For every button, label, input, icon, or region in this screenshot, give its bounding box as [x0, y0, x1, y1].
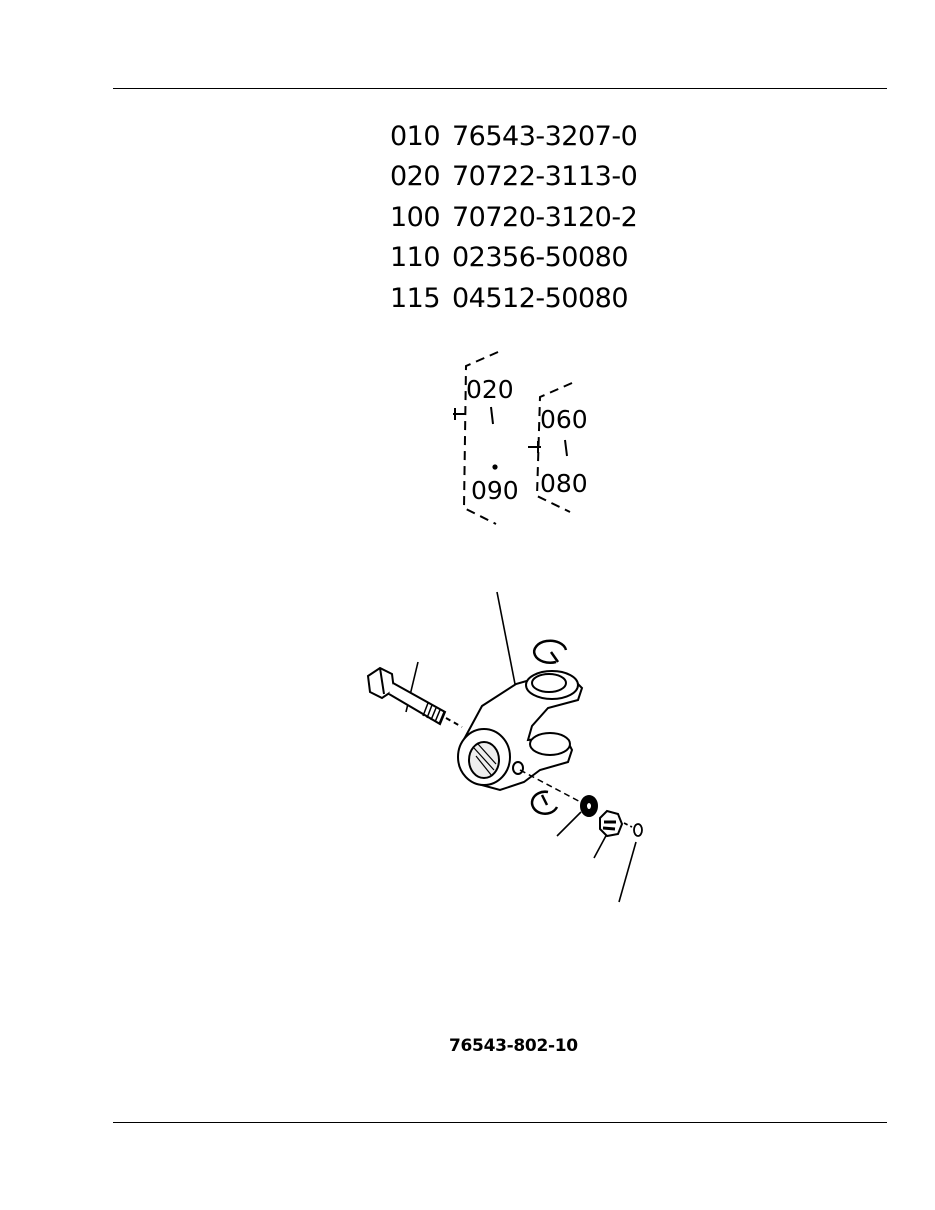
callout-bracket-right [535, 382, 573, 513]
lock-washer [580, 795, 598, 817]
part-number: 70722-3113-0 [452, 161, 638, 193]
part-ref: 100 [390, 201, 441, 233]
part-number: 02356-50080 [452, 242, 629, 274]
callout-020: 020 [466, 375, 514, 404]
parts-list-row: 020 70722-3113-0 [390, 157, 638, 198]
axis-line [519, 769, 589, 807]
split-pin [623, 822, 643, 837]
part-ref: 010 [390, 120, 441, 152]
part-ref: 115 [390, 282, 441, 314]
callout-dot [492, 464, 498, 470]
part-number: 76543-3207-0 [452, 120, 638, 152]
yoke [457, 670, 584, 792]
nut [599, 809, 624, 838]
part-number: 70720-3120-2 [452, 201, 638, 233]
parts-list: 010 76543-3207-0 020 70722-3113-0 100 70… [390, 116, 638, 319]
figure-id: 76543-802-10 [449, 1036, 578, 1056]
header-rule [113, 88, 887, 89]
snap-ring-top [533, 639, 568, 664]
callout-tick-left [453, 406, 494, 425]
callout-060: 060 [540, 405, 588, 434]
parts-list-row: 100 70720-3120-2 [390, 197, 638, 238]
callout-bracket-left [462, 351, 499, 525]
bolt [366, 666, 463, 728]
snap-ring-bottom [530, 790, 559, 815]
parts-list-row: 110 02356-50080 [390, 238, 637, 279]
parts-list-row: 115 04512-50080 [390, 278, 637, 319]
callout-tick-right [528, 439, 568, 457]
part-ref: 110 [390, 242, 441, 274]
parts-list-row: 010 76543-3207-0 [390, 116, 638, 157]
part-ref: 020 [390, 161, 441, 193]
part-number: 04512-50080 [452, 282, 629, 314]
callout-090: 090 [471, 476, 519, 505]
callout-080: 080 [540, 469, 588, 498]
footer-rule [113, 1122, 887, 1123]
